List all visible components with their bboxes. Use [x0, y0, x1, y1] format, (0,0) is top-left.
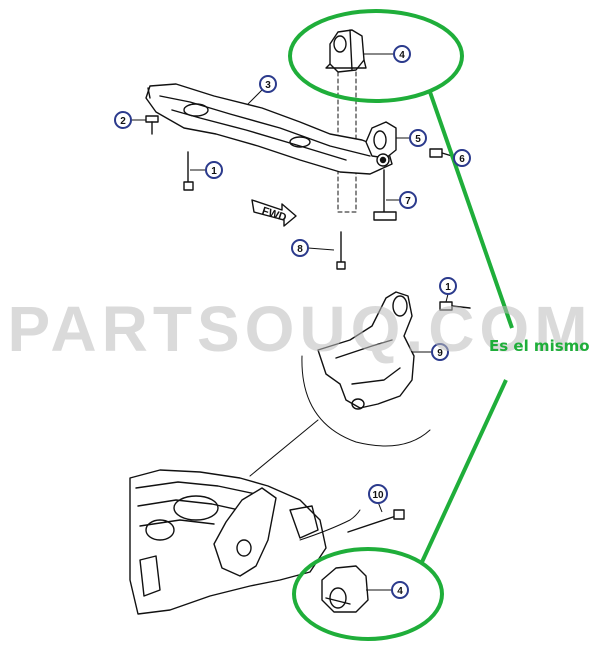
callout-1-lower: 1 [439, 277, 457, 303]
connector-line-top [428, 91, 514, 329]
bolt-part-8 [336, 231, 346, 270]
callout-4-top: 4 [364, 45, 411, 63]
callout-label: 3 [265, 80, 271, 91]
bottom-mount-part [321, 565, 369, 613]
callout-label: 5 [415, 134, 421, 145]
callout-label: 10 [372, 490, 384, 501]
bolt-part-10 [347, 509, 405, 533]
part5-mount [365, 121, 397, 167]
callout-2: 2 [114, 111, 146, 129]
bracket-part-9 [317, 291, 415, 410]
callout-1-upper: 1 [190, 161, 223, 179]
callout-8: 8 [291, 239, 335, 257]
bolt-part-7 [373, 169, 397, 221]
watermark: PARTSOUQ.COM [7, 293, 593, 365]
callout-label: 2 [120, 116, 126, 127]
callout-label: 8 [297, 244, 303, 255]
callout-label: 4 [399, 50, 405, 61]
callout-6: 6 [453, 149, 471, 167]
crossmember-part [145, 83, 393, 175]
callout-label: 1 [211, 166, 217, 177]
bolt-part-2 [145, 115, 159, 135]
leader-line-to-engine [249, 419, 319, 477]
callout-label: 9 [437, 348, 443, 359]
handwritten-annotation: Es el mismo [489, 337, 590, 355]
callout-9: 9 [412, 343, 449, 361]
callout-label: 1 [445, 282, 451, 293]
callout-4-bottom: 4 [366, 581, 409, 599]
callout-label: 7 [405, 196, 411, 207]
highlight-ellipse-top [288, 9, 464, 103]
callout-label: 6 [459, 154, 465, 165]
callout-10: 10 [368, 484, 388, 513]
top-mount-part [325, 29, 367, 73]
detail-ellipse [301, 355, 431, 447]
callout-3: 3 [247, 75, 277, 105]
bolt-part-1-upper [183, 151, 194, 191]
callout-label: 4 [397, 586, 403, 597]
connector-line-bottom [420, 379, 508, 563]
callout-7: 7 [386, 191, 417, 209]
forward-arrow [251, 199, 297, 227]
callout-5: 5 [396, 129, 427, 147]
highlight-ellipse-bottom [292, 547, 444, 641]
